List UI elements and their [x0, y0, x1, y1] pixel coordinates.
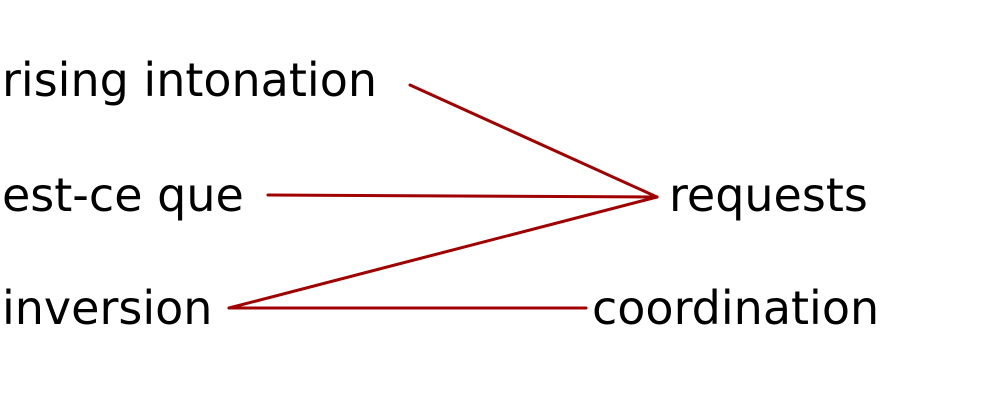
node-requests: requests	[669, 168, 868, 222]
connection-lines	[227, 83, 659, 310]
node-est-ce-que: est-ce que	[2, 168, 244, 222]
node-coordination: coordination	[592, 281, 879, 335]
edge-inversion-to-requests	[227, 195, 659, 310]
edge-estceque-to-requests	[266, 193, 659, 199]
node-inversion: inversion	[2, 281, 212, 335]
node-rising-intonation: rising intonation	[2, 53, 377, 107]
edge-rising-to-requests	[408, 83, 659, 199]
